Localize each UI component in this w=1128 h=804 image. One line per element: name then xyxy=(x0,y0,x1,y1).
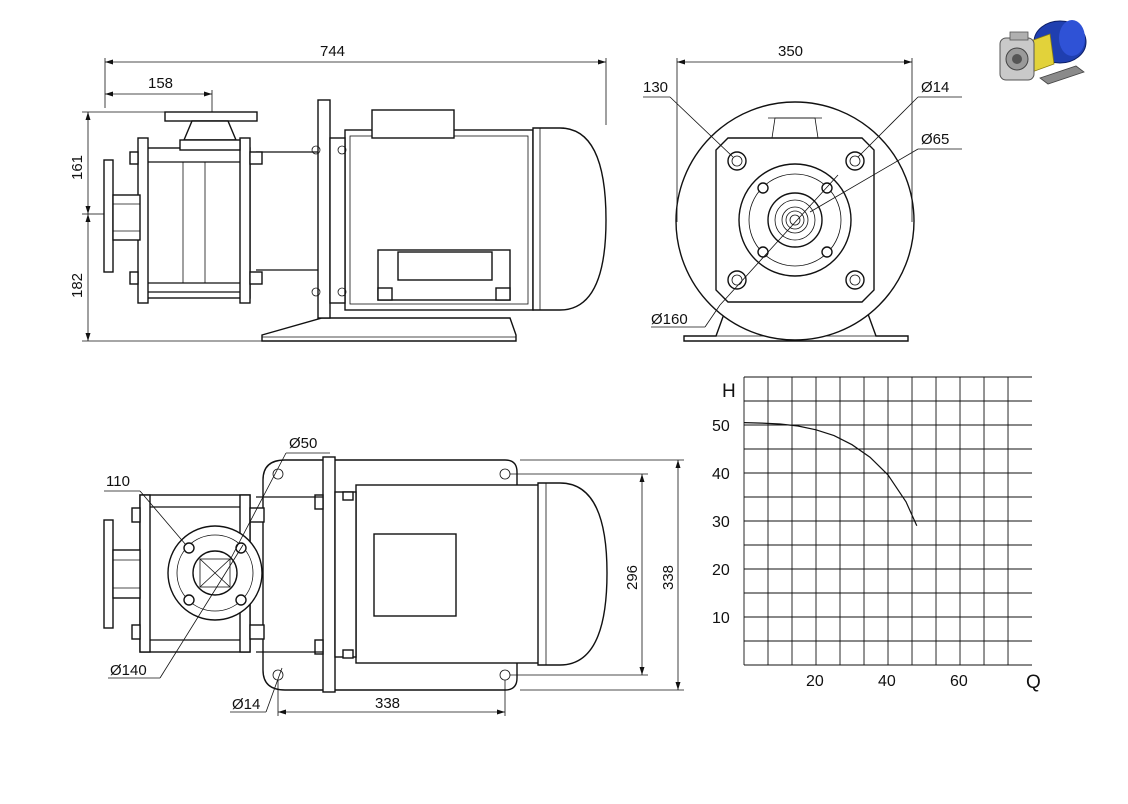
pump-render-thumbnail xyxy=(999,20,1087,85)
chart-y-tick-label: 50 xyxy=(712,418,730,435)
chart-y-tick-label: 20 xyxy=(712,562,730,579)
front-view-dimensions: 350 130 Ø14 Ø65 Ø160 xyxy=(643,43,962,328)
base-plate xyxy=(261,317,517,342)
pump-casing xyxy=(139,147,251,299)
top-view xyxy=(103,456,608,693)
chart-ticks: 20 40 60 10 20 30 40 50 xyxy=(712,418,968,690)
top-view-dimensions: Ø50 110 Ø140 Ø14 338 296 338 xyxy=(104,435,684,716)
chart-grid xyxy=(743,376,1032,666)
dim-front-bolt-spacing: 130 xyxy=(643,79,668,96)
dim-inlet-offset: 158 xyxy=(148,75,173,92)
motor-flange xyxy=(317,99,331,319)
terminal-box xyxy=(371,109,455,139)
top-terminal-box xyxy=(373,533,457,617)
chart-x-tick-label: 20 xyxy=(806,673,824,690)
dim-top-hole: Ø14 xyxy=(232,696,260,713)
dim-top-port: Ø50 xyxy=(289,435,317,452)
dim-upper-height: 161 xyxy=(69,155,86,180)
front-view xyxy=(675,101,915,342)
side-view xyxy=(96,99,607,342)
fan-cover xyxy=(532,127,607,311)
dim-front-width: 350 xyxy=(778,43,803,60)
top-motor-flange xyxy=(322,456,336,693)
chart-y-tick-label: 30 xyxy=(712,514,730,531)
dim-top-flange: Ø140 xyxy=(110,662,147,679)
side-view-dimensions: 744 158 161 182 xyxy=(69,43,607,342)
chart-y-tick-label: 40 xyxy=(712,466,730,483)
dim-top-inner-width: 296 xyxy=(624,565,641,590)
dim-top-outer-width: 338 xyxy=(660,565,677,590)
dim-lower-height: 182 xyxy=(69,273,86,298)
outlet-flange xyxy=(164,111,258,122)
performance-chart: 20 40 60 10 20 30 40 50 H Q xyxy=(712,376,1041,693)
top-inlet-flange xyxy=(103,519,114,629)
chart-y-tick-label: 10 xyxy=(712,610,730,627)
dim-front-flange: Ø160 xyxy=(651,311,688,328)
dim-front-hole: Ø14 xyxy=(921,79,949,96)
top-fan-cover xyxy=(537,482,608,666)
inlet-flange xyxy=(103,159,114,273)
front-bolt-holes xyxy=(727,151,865,290)
chart-y-label: H xyxy=(722,381,736,402)
chart-x-tick-label: 60 xyxy=(950,673,968,690)
chart-series-line xyxy=(743,422,918,527)
dim-top-bolt-spacing: 110 xyxy=(106,473,130,490)
dim-front-port: Ø65 xyxy=(921,131,949,148)
chart-x-tick-label: 40 xyxy=(878,673,896,690)
chart-x-label: Q xyxy=(1026,672,1041,693)
dim-overall-length: 744 xyxy=(320,43,345,60)
dim-top-base-length: 338 xyxy=(375,695,400,712)
